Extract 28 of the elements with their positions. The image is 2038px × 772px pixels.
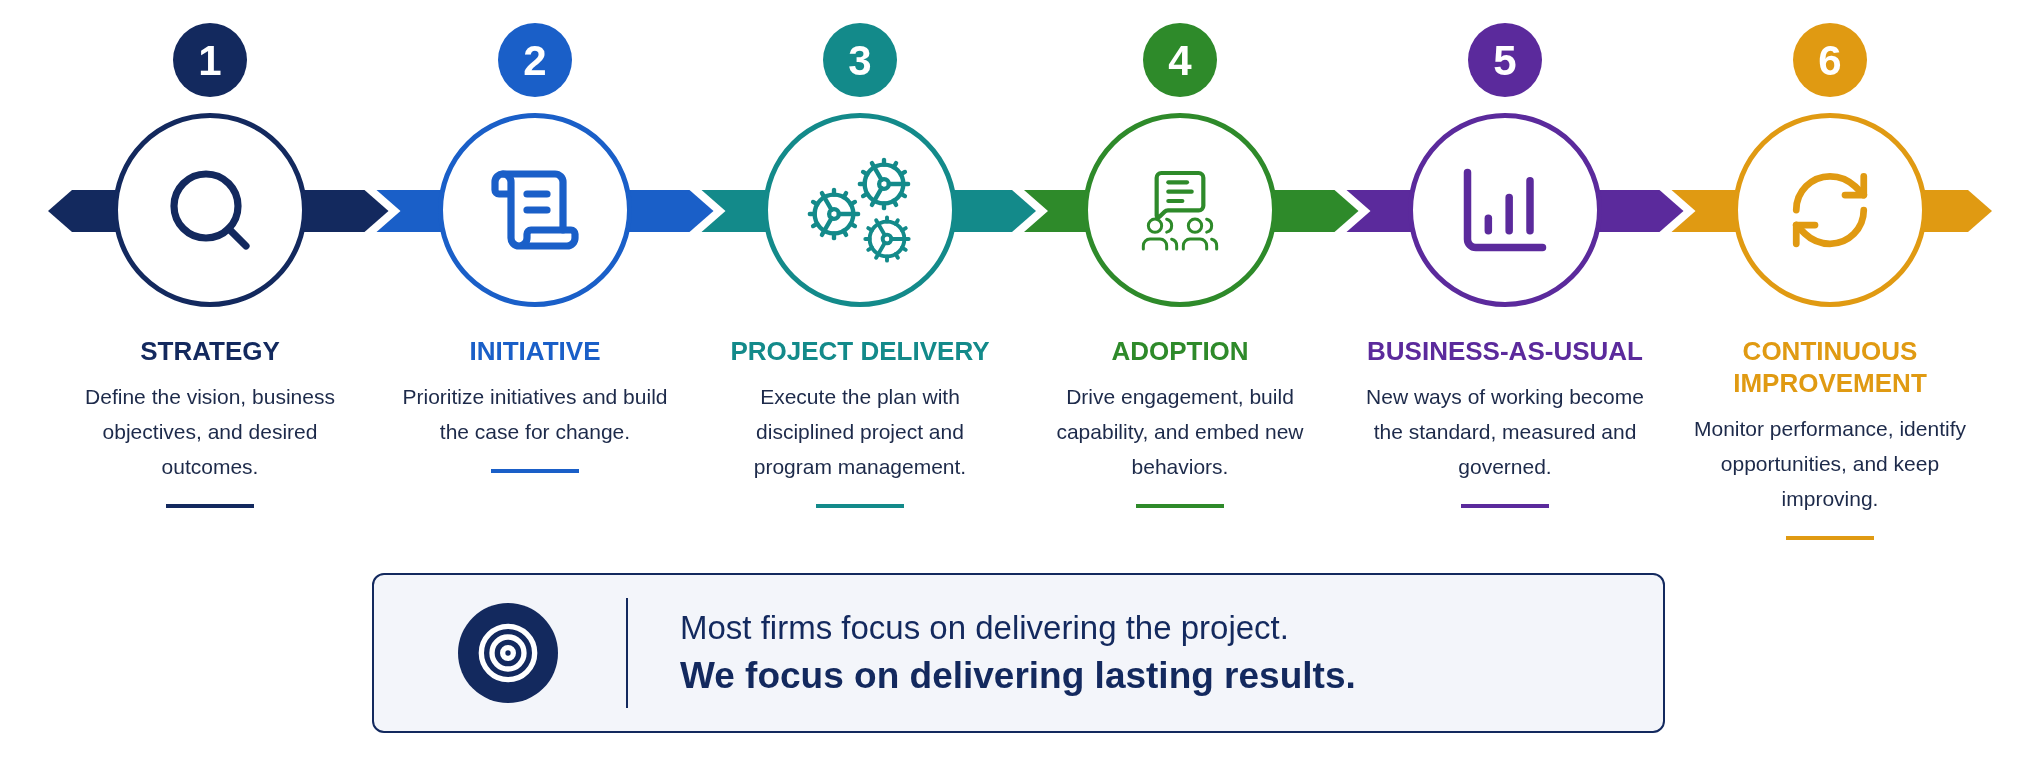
stage-description: Prioritize initiatives and build the case for change. <box>401 384 669 445</box>
callout-panel <box>372 573 1665 733</box>
stage-title: INITIATIVE <box>469 335 601 367</box>
stage-description: Execute the plan with disciplined project and program management. <box>752 384 968 480</box>
stage-description: New ways of working become the standard, measured and governed. <box>1365 384 1645 480</box>
chevron-arrow <box>953 190 1087 232</box>
stage-description: Drive engagement, build capability, and embed new behaviors. <box>1055 384 1305 480</box>
stage-title: BUSINESS-AS-USUAL <box>1367 335 1643 367</box>
chevron-arrow <box>1923 190 1992 232</box>
chevron-arrow <box>1598 190 1737 232</box>
stage-description: Define the vision, business objectives, and desired outcomes. <box>84 384 336 480</box>
callout-text: Most firms focus on delivering the project. <box>680 608 1290 648</box>
stage-title: PROJECT DELIVERY <box>730 335 990 367</box>
chevron-arrow <box>48 190 117 232</box>
chevron-arrow <box>303 190 442 232</box>
callout-emphasis: We focus on delivering lasting results. <box>680 654 1356 698</box>
stage-title: STRATEGY <box>140 335 280 367</box>
step-number-badge: 3 <box>823 23 897 97</box>
step-number-badge: 5 <box>1468 23 1542 97</box>
step-number-badge: 4 <box>1143 23 1217 97</box>
chevron-arrow <box>1273 190 1412 232</box>
stage-description: Monitor performance, identify opportunities, and keep improving. <box>1693 416 1967 512</box>
step-number-badge: 1 <box>173 23 247 97</box>
chevron-arrow <box>628 190 767 232</box>
step-number-badge: 2 <box>498 23 572 97</box>
stage-title: ADOPTION <box>1111 335 1249 367</box>
stage-title: CONTINUOUS IMPROVEMENT <box>1732 335 1928 399</box>
step-number-badge: 6 <box>1793 23 1867 97</box>
